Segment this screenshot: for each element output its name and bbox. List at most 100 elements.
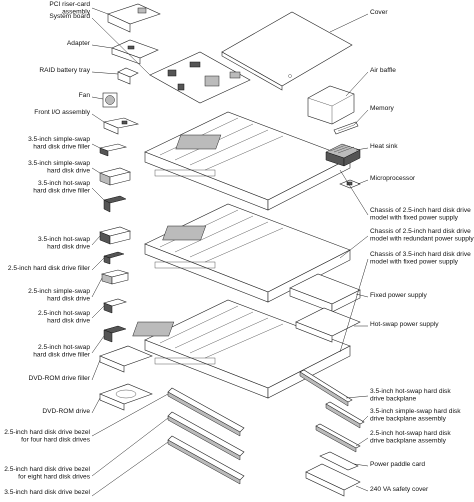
adapter-drawing: [111, 39, 159, 65]
front-io-drawing: [102, 117, 140, 135]
left-label-fan: Fan: [79, 92, 91, 99]
right-label-safety-cover: 240 VA safety cover: [370, 486, 429, 493]
left-label-line: 2.5-inch hard disk drive filler: [8, 265, 91, 272]
left-label-system-board: System board: [49, 13, 90, 20]
right-label-line: 3.5-inch simple-swap hard disk: [370, 408, 461, 415]
right-label-line: Chassis of 2.5-inch hard disk drive: [370, 207, 471, 214]
air-baffle-drawing: [307, 85, 355, 125]
filler-25-drawing: [103, 251, 125, 265]
microprocessor-drawing: [339, 179, 361, 189]
backplane-25-hot-drawing: [315, 423, 361, 453]
system-board-drawing: [149, 51, 251, 104]
left-label-front-io: Front I/O assembly: [34, 109, 90, 116]
left-label-line: 3.5-inch hot-swap: [38, 180, 90, 187]
fixed-psu-drawing: [289, 273, 361, 313]
left-label-line: DVD-ROM drive: [42, 408, 90, 415]
left-label-line: hard disk drive filler: [33, 188, 91, 195]
left-label-line: RAID battery tray: [39, 67, 90, 74]
pci-riser-drawing: [107, 3, 161, 33]
left-label-line: DVD-ROM drive filler: [28, 375, 90, 382]
dvd-filler-drawing: [99, 345, 153, 373]
left-label-line: assembly: [62, 9, 91, 16]
right-label-line: drive backplane: [370, 396, 417, 403]
memory-drawing: [333, 121, 359, 135]
backplane-35-hot-drawing: [299, 369, 353, 407]
left-label-line: hard disk drive: [47, 168, 90, 175]
right-label-line: model with fixed power supply: [370, 259, 459, 266]
left-label-line: PCI riser-card: [49, 1, 90, 8]
right-label-microprocessor: Microprocessor: [370, 175, 416, 182]
hot-swap-hdd-25-drawing: [103, 298, 127, 314]
left-label-line: 2.5-inch hot-swap: [38, 310, 90, 317]
right-label-line: model with fixed power supply: [370, 215, 459, 222]
left-label-line: 3.5-inch simple-swap: [28, 136, 90, 143]
right-label-line: Memory: [370, 105, 395, 112]
right-label-line: Microprocessor: [370, 175, 416, 182]
chassis-redundant-25-drawing: [144, 203, 351, 303]
backplane-35-simple-drawing: [325, 401, 365, 429]
right-label-line: Air baffle: [370, 67, 396, 74]
right-label-line: Fixed power supply: [370, 292, 428, 299]
hot-swap-filler-25-drawing: [103, 325, 127, 343]
hot-swap-hdd-35-drawing: [99, 226, 131, 245]
right-label-line: 240 VA safety cover: [370, 486, 429, 493]
hot-swap-filler-35-drawing: [103, 195, 127, 213]
simple-swap-filler-drawing: [98, 143, 128, 157]
right-label-heat-sink: Heat sink: [370, 143, 398, 150]
right-label-line: 3.5-inch hot-swap hard disk: [370, 388, 451, 395]
right-label-air-baffle: Air baffle: [370, 67, 396, 74]
left-label-line: 3.5-inch hot-swap: [38, 236, 90, 243]
left-label-line: hard disk drive filler: [33, 144, 91, 151]
leader-lines: [91, 7, 369, 497]
left-label-dvd-drive: DVD-ROM drive: [42, 408, 90, 415]
left-label-line: hard disk drive: [47, 244, 90, 251]
left-label-bezel-35: 3.5-inch hard disk drive bezel: [4, 489, 90, 496]
bezel-eight-drawing: [167, 411, 245, 461]
right-label-line: 2.5-inch hot-swap hard disk: [370, 430, 451, 437]
left-label-line: 2.5-inch hard disk drive bezel: [4, 429, 90, 436]
left-label-line: Front I/O assembly: [34, 109, 90, 116]
left-label-line: for eight hard disk drives: [18, 474, 91, 481]
left-label-line: 3.5-inch simple-swap: [28, 160, 90, 167]
left-label-line: 2.5-inch hot-swap: [38, 344, 90, 351]
chassis-fixed-35-drawing: [132, 299, 351, 399]
left-label-line: 2.5-inch hard disk drive bezel: [4, 466, 90, 473]
simple-swap-hdd-25-drawing: [100, 269, 130, 285]
bezel-35-drawing: [167, 435, 245, 485]
right-label-cover: Cover: [370, 9, 388, 16]
right-label-line: Chassis of 2.5-inch hard disk drive: [370, 228, 471, 235]
right-label-line: model with redundant power supply: [370, 236, 474, 243]
right-label-line: Heat sink: [370, 143, 398, 150]
right-label-line: drive backplane assembly: [370, 416, 447, 423]
right-label-power-paddle: Power paddle card: [370, 461, 425, 468]
left-label-line: Fan: [79, 92, 91, 99]
raid-battery-tray-drawing: [117, 67, 139, 85]
chassis-fixed-25-drawing: [144, 111, 351, 211]
right-label-fixed-psu: Fixed power supply: [370, 292, 428, 299]
left-label-line: hard disk drive filler: [33, 352, 91, 359]
right-label-line: Chassis of 3.5-inch hard disk drive: [370, 251, 471, 258]
left-label-line: 3.5-inch hard disk drive bezel: [4, 489, 90, 496]
right-label-hot-swap-psu: Hot-swap power supply: [370, 321, 439, 328]
safety-cover-drawing: [305, 463, 361, 497]
cover-drawing: [221, 11, 353, 91]
left-label-line: hard disk drive: [47, 296, 90, 303]
right-label-line: drive backplane assembly: [370, 438, 447, 445]
left-label-line: 2.5-inch simple-swap: [28, 288, 90, 295]
